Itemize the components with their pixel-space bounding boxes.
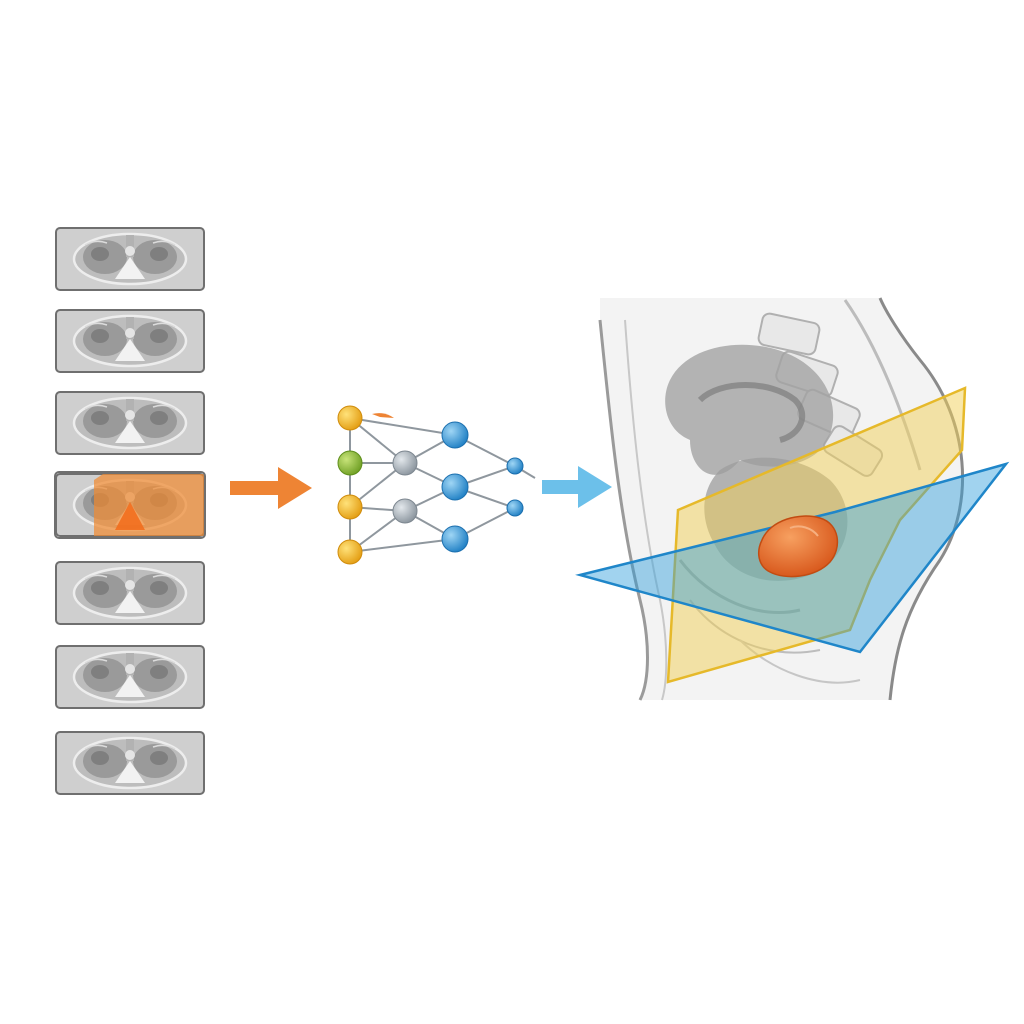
tumor-lesion [757,515,839,578]
input-node [337,539,363,565]
arrow-blue-icon [542,466,612,508]
ct-slice-highlighted [54,471,206,539]
decorative-mark [372,413,394,418]
body-outline-front [598,319,649,701]
ct-slice-stack [54,226,206,796]
hidden-node [441,525,469,553]
ct-slice [55,644,205,710]
ct-slice [55,308,205,374]
hidden-node [441,421,469,449]
hidden-node [441,473,469,501]
ct-slice [55,730,205,796]
input-node [337,405,363,431]
hidden-node [392,498,418,524]
output-node [506,457,524,475]
body-outline-back [878,297,965,701]
arrow-orange-icon [230,467,312,509]
output-node [506,499,524,517]
ct-slice [55,390,205,456]
hidden-node [392,450,418,476]
ct-slice [55,560,205,626]
organ-mass [665,344,834,475]
ct-slice [55,226,205,292]
input-node [337,450,363,476]
neural-network [337,405,536,565]
input-node [337,494,363,520]
sagittal-anatomy-view [575,297,1010,701]
